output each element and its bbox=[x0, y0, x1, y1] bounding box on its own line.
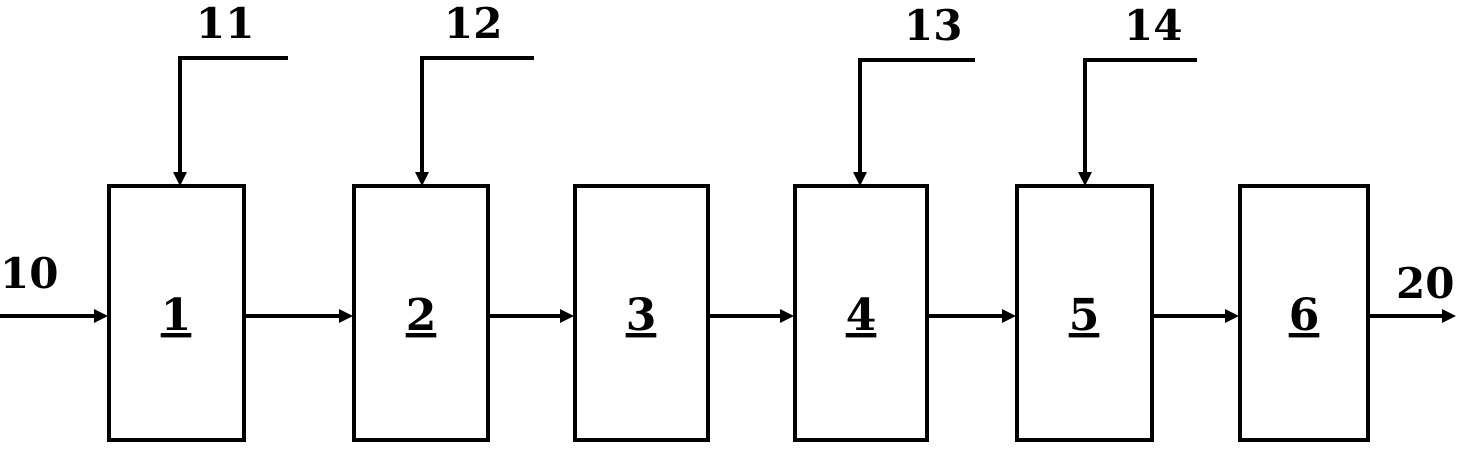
box-label-4: 4 bbox=[846, 290, 877, 341]
ref-label-12: 12 bbox=[444, 0, 502, 48]
feed-line-11 bbox=[178, 56, 288, 178]
box-4 bbox=[793, 184, 929, 442]
arrowhead-output-20 bbox=[1442, 309, 1456, 323]
feed-line-14 bbox=[1083, 58, 1197, 178]
ref-label-20: 20 bbox=[1396, 259, 1454, 308]
box-label-5: 5 bbox=[1069, 290, 1100, 341]
box-6 bbox=[1238, 184, 1370, 442]
box-label-6: 6 bbox=[1289, 290, 1320, 341]
feed-line-12 bbox=[420, 56, 534, 178]
ref-label-13: 13 bbox=[904, 1, 962, 50]
box-1 bbox=[107, 184, 246, 442]
ref-label-14: 14 bbox=[1124, 1, 1182, 50]
box-5 bbox=[1015, 184, 1154, 442]
box-label-3: 3 bbox=[626, 290, 657, 341]
arrowhead-into-box-3 bbox=[560, 309, 574, 323]
arrowhead-into-box-6 bbox=[1225, 309, 1239, 323]
arrowhead-into-box-1 bbox=[94, 309, 108, 323]
arrowhead-feed-14 bbox=[1078, 172, 1092, 186]
arrowhead-feed-12 bbox=[415, 172, 429, 186]
arrowhead-into-box-5 bbox=[1002, 309, 1016, 323]
box-label-1: 1 bbox=[161, 290, 192, 341]
box-2 bbox=[352, 184, 490, 442]
box-3 bbox=[573, 184, 710, 442]
box-label-2: 2 bbox=[406, 290, 437, 341]
arrowhead-into-box-4 bbox=[780, 309, 794, 323]
arrowhead-into-box-2 bbox=[339, 309, 353, 323]
arrowhead-feed-13 bbox=[853, 172, 867, 186]
feed-line-13 bbox=[858, 58, 975, 178]
arrowhead-feed-11 bbox=[173, 172, 187, 186]
ref-label-11: 11 bbox=[196, 0, 254, 48]
ref-label-10: 10 bbox=[0, 249, 58, 298]
